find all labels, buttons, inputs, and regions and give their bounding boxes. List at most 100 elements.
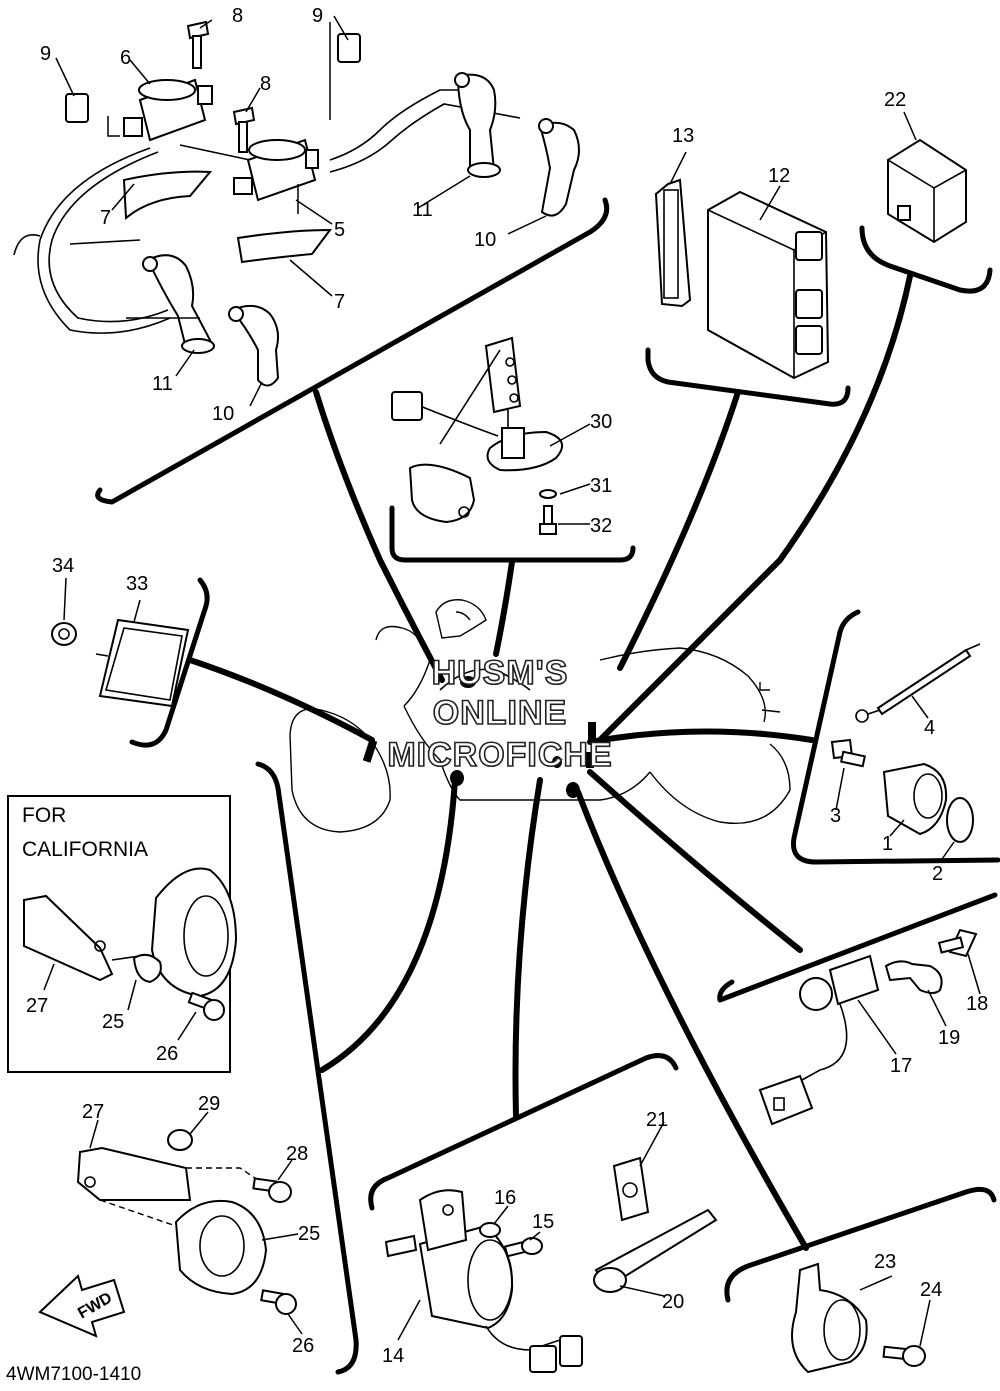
bolt-15 bbox=[503, 1237, 543, 1258]
starter-connector-b bbox=[559, 1335, 583, 1367]
washer-31 bbox=[539, 489, 557, 499]
plug-boot-lower bbox=[142, 254, 215, 354]
speed-sensor-group bbox=[830, 643, 981, 843]
callout-7b: 7 bbox=[334, 291, 345, 313]
nut-34 bbox=[51, 622, 77, 646]
callout-21: 21 bbox=[646, 1109, 668, 1131]
callout-6: 6 bbox=[120, 47, 131, 69]
callout-11b: 11 bbox=[152, 373, 173, 395]
bolt-18 bbox=[937, 928, 978, 958]
callout-30: 30 bbox=[590, 411, 612, 433]
screw-32 bbox=[539, 505, 557, 535]
panel-relay-border bbox=[859, 225, 993, 294]
panel-speed-sensor-border bbox=[790, 609, 1000, 865]
watermark-line1: HUSM'S bbox=[432, 654, 569, 692]
callout-16: 16 bbox=[494, 1187, 516, 1209]
panel-horn-right-border bbox=[724, 1186, 997, 1303]
bike-connector-markers bbox=[362, 668, 596, 798]
callout-26a: 26 bbox=[156, 1043, 178, 1065]
panel-fuel-sender-border bbox=[389, 505, 636, 563]
callout-5: 5 bbox=[334, 219, 345, 241]
callout-23: 23 bbox=[874, 1251, 896, 1273]
nut-29 bbox=[167, 1129, 193, 1151]
coil-cover-upper bbox=[122, 170, 213, 221]
callout-9b: 9 bbox=[312, 5, 323, 27]
speedometer-cable-4 bbox=[876, 648, 972, 716]
callout-14: 14 bbox=[382, 1345, 404, 1367]
panel-cdi-border bbox=[645, 347, 851, 407]
coil-cover-lower bbox=[236, 228, 333, 264]
relay-group bbox=[887, 138, 967, 244]
callout-25b: 25 bbox=[298, 1223, 320, 1245]
leader-lines bbox=[43, 15, 981, 1347]
panel-reflector-border bbox=[129, 577, 210, 748]
plug-cap-lower bbox=[228, 304, 280, 387]
callout-10b: 10 bbox=[212, 403, 234, 425]
diagram-code: 4WM7100-1410 bbox=[6, 1364, 141, 1385]
ignition-coil-group bbox=[13, 20, 580, 387]
callout-8a: 8 bbox=[232, 5, 243, 27]
callout-22: 22 bbox=[884, 89, 906, 111]
callout-33: 33 bbox=[126, 573, 148, 595]
callout-25a: 25 bbox=[102, 1011, 124, 1033]
reflector-group bbox=[51, 618, 190, 708]
cdi-group bbox=[654, 178, 830, 380]
ignition-coil-upper bbox=[123, 78, 213, 142]
clamp-21 bbox=[612, 1156, 650, 1222]
callout-1: 1 bbox=[882, 833, 893, 855]
callout-31: 31 bbox=[590, 475, 612, 497]
horn-25-california bbox=[150, 867, 238, 998]
clamp-19 bbox=[884, 960, 943, 994]
cdi-band bbox=[654, 178, 692, 308]
callout-19: 19 bbox=[938, 1027, 960, 1049]
plug-boot-upper bbox=[454, 72, 501, 178]
washer-16 bbox=[479, 1222, 501, 1238]
bolt-26-lower bbox=[260, 1289, 297, 1315]
watermark-line3: MICROFICHE bbox=[387, 736, 612, 774]
starter-motor-group bbox=[384, 1156, 718, 1373]
plug-cap-upper bbox=[538, 118, 580, 217]
callout-24: 24 bbox=[920, 1279, 942, 1301]
callout-numbers: 1 2 3 4 5 6 7 7 8 8 9 9 10 10 11 11 12 1… bbox=[26, 5, 988, 1367]
fuel-sender-float bbox=[408, 463, 476, 524]
callout-20: 20 bbox=[662, 1291, 684, 1313]
panel-outlines bbox=[95, 197, 1000, 1375]
callout-27a: 27 bbox=[26, 995, 48, 1017]
bolt-8-upper bbox=[186, 20, 210, 69]
motorcycle-silhouette bbox=[289, 599, 791, 833]
panel-ignition-border bbox=[95, 197, 610, 505]
callout-27b: 27 bbox=[82, 1101, 104, 1123]
callout-4: 4 bbox=[924, 717, 935, 739]
callout-26b: 26 bbox=[292, 1335, 314, 1357]
horn-bracket-27-lower bbox=[76, 1146, 192, 1201]
callout-28: 28 bbox=[286, 1143, 308, 1165]
grommet-9-left bbox=[65, 93, 89, 123]
callout-17: 17 bbox=[890, 1055, 912, 1077]
callout-32: 32 bbox=[590, 515, 612, 537]
california-label-line2: CALIFORNIA bbox=[22, 838, 148, 861]
stud-bolt-20 bbox=[593, 1208, 718, 1293]
callout-15: 15 bbox=[532, 1211, 554, 1233]
forward-arrow bbox=[38, 1274, 126, 1338]
horn-left-group bbox=[76, 1129, 297, 1315]
callout-12: 12 bbox=[768, 165, 790, 187]
callout-10a: 10 bbox=[474, 229, 496, 251]
bolt-8-lower bbox=[232, 106, 256, 153]
callout-7a: 7 bbox=[100, 207, 111, 229]
pickup-connector bbox=[758, 1074, 814, 1126]
panel-pickup-border bbox=[717, 892, 998, 1003]
callout-3: 3 bbox=[830, 805, 841, 827]
fuel-sender-connector bbox=[391, 391, 423, 421]
callout-11a: 11 bbox=[412, 199, 433, 221]
panel-horn-left-border bbox=[255, 761, 359, 1375]
horn-bracket-27-california bbox=[23, 894, 114, 982]
watermark-line2: ONLINE bbox=[433, 694, 567, 732]
bolt-28 bbox=[252, 1177, 292, 1203]
relay bbox=[887, 138, 967, 244]
pickup-sensor-group bbox=[758, 928, 978, 1126]
callout-13: 13 bbox=[672, 125, 694, 147]
callout-18: 18 bbox=[966, 993, 988, 1015]
fuel-sender-bracket bbox=[484, 336, 522, 414]
watermark: HUSM'S ONLINE MICROFICHE bbox=[387, 653, 613, 775]
